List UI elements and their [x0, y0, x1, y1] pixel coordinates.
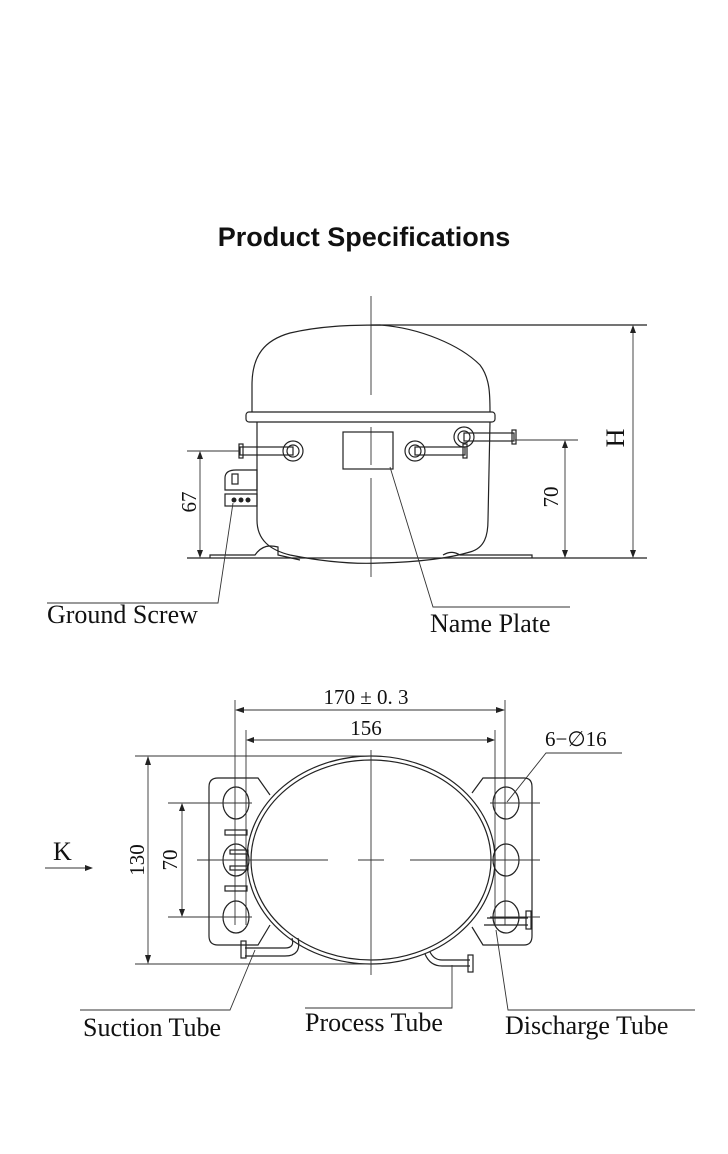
discharge-tube-top — [484, 917, 528, 926]
shell-band — [245, 411, 496, 423]
dim-70-pitch-label: 70 — [158, 850, 182, 871]
left-foot — [209, 545, 301, 561]
process-tube-side — [414, 446, 466, 456]
callout-ground-screw: Ground Screw — [47, 600, 198, 629]
side-view: 67 70 H Ground Screw Name Plate — [47, 296, 647, 638]
dim-70-label: 70 — [539, 487, 563, 508]
dim-130-label: 130 — [125, 844, 149, 876]
callout-discharge-tube: Discharge Tube — [505, 1011, 668, 1040]
ground-screw — [224, 493, 258, 507]
view-marker-k: K — [53, 837, 72, 866]
discharge-tube-side — [463, 432, 515, 442]
top-view: 170 ± 0. 3 156 130 7 — [45, 685, 695, 1042]
name-plate — [342, 431, 394, 470]
dim-67-label: 67 — [177, 492, 201, 513]
compressor-body — [256, 421, 491, 564]
callout-suction-tube: Suction Tube — [83, 1013, 221, 1042]
suction-tube-top — [245, 937, 300, 957]
holes-label: 6−∅16 — [545, 727, 607, 751]
callout-process-tube: Process Tube — [305, 1008, 443, 1037]
dim-h-label: H — [601, 428, 630, 447]
dim-170-label: 170 ± 0. 3 — [323, 685, 408, 709]
dim-156-label: 156 — [350, 716, 382, 740]
callout-name-plate: Name Plate — [430, 609, 551, 638]
suction-tube-side — [239, 446, 294, 456]
page-title: Product Specifications — [218, 222, 511, 252]
process-tube-top — [424, 951, 470, 967]
right-base-plate — [471, 777, 533, 946]
right-foot — [442, 551, 533, 558]
left-base-plate — [208, 777, 271, 946]
